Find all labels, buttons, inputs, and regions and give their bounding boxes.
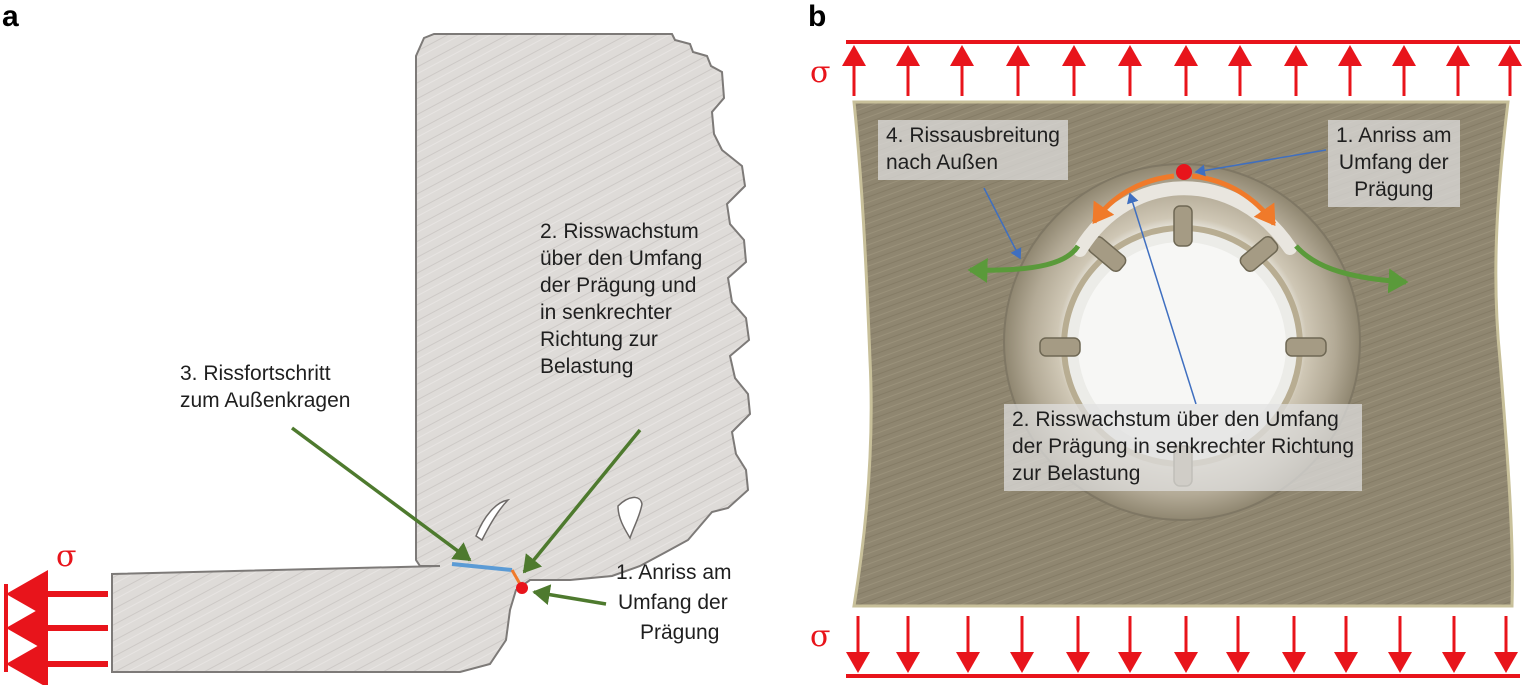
leader-arrow-3 — [290, 426, 472, 562]
pore-left — [475, 498, 511, 542]
label-b-4-line-2: nach Außen — [886, 151, 999, 174]
sigma-b-bottom: σ — [810, 619, 831, 654]
crack-origin-dot — [516, 582, 528, 594]
sigma-a: σ — [56, 539, 77, 574]
label-a-1: 1. Anriss am Umfang der Prägung — [616, 558, 732, 648]
label-a-3: 3. Rissfortschritt zum Außenkragen — [180, 360, 350, 414]
label-a-1-line-3: Prägung — [640, 621, 720, 644]
label-a-1-line-1: 1. Anriss am — [616, 561, 732, 584]
panel-a-letter: a — [2, 0, 19, 33]
propagation-arrow-left — [967, 244, 1081, 283]
cross-section-body — [111, 33, 752, 673]
label-a-2-line-5: Richtung zur — [540, 328, 658, 351]
panel-a — [4, 33, 752, 685]
growth-arrow-left — [1091, 173, 1175, 225]
label-b-1-line-3: Prägung — [1354, 178, 1434, 201]
crack-origin-dot-b — [1176, 164, 1192, 180]
label-b-1: 1. Anriss am Umfang der Prägung — [1328, 120, 1460, 207]
label-a-2-line-6: Belastung — [540, 355, 634, 378]
label-a-2-line-3: der Prägung und — [540, 274, 697, 297]
growth-arrow-right — [1191, 173, 1277, 227]
propagation-arrow-right — [1294, 244, 1409, 294]
stress-arrows-top — [842, 45, 1522, 96]
center-hole — [1078, 242, 1286, 450]
leader-line-1 — [1194, 149, 1327, 177]
label-b-1-line-2: Umfang der — [1338, 151, 1449, 174]
label-b-1-line-1: 1. Anriss am — [1336, 124, 1452, 147]
leader-line-4 — [983, 187, 1022, 260]
label-a-2-line-1: 2. Risswachstum — [540, 220, 699, 243]
label-b-2-line-2: der Prägung in senkrechter Richtung — [1012, 435, 1355, 458]
label-a-3-line-2: zum Außenkragen — [180, 389, 351, 412]
pore-right — [617, 496, 643, 540]
leader-line-2 — [1126, 192, 1197, 405]
leader-arrow-2 — [522, 428, 642, 574]
panel-b-letter: b — [808, 0, 827, 33]
label-b-2-line-1: 2. Risswachstum über den Umfang — [1012, 408, 1339, 431]
label-a-2-line-2: über den Umfang — [540, 247, 703, 270]
crack-blue-segment — [451, 562, 513, 572]
label-a-2: 2. Risswachstum über den Umfang der Präg… — [540, 218, 702, 380]
label-a-3-line-1: 3. Rissfortschritt — [180, 362, 331, 385]
sigma-b-top: σ — [810, 55, 831, 90]
label-a-2-line-4: in senkrechter — [540, 301, 672, 324]
label-b-2-line-3: zur Belastung — [1012, 462, 1141, 485]
label-b-4: 4. Rissausbreitung nach Außen — [878, 120, 1068, 180]
leader-arrow-1 — [532, 584, 607, 606]
stress-arrows-bottom — [846, 616, 1518, 673]
label-b-2: 2. Risswachstum über den Umfang der Präg… — [1004, 404, 1363, 491]
label-a-1-line-2: Umfang der — [618, 591, 728, 614]
label-b-4-line-1: 4. Rissausbreitung — [886, 124, 1060, 147]
crack-orange-segment — [510, 569, 522, 585]
